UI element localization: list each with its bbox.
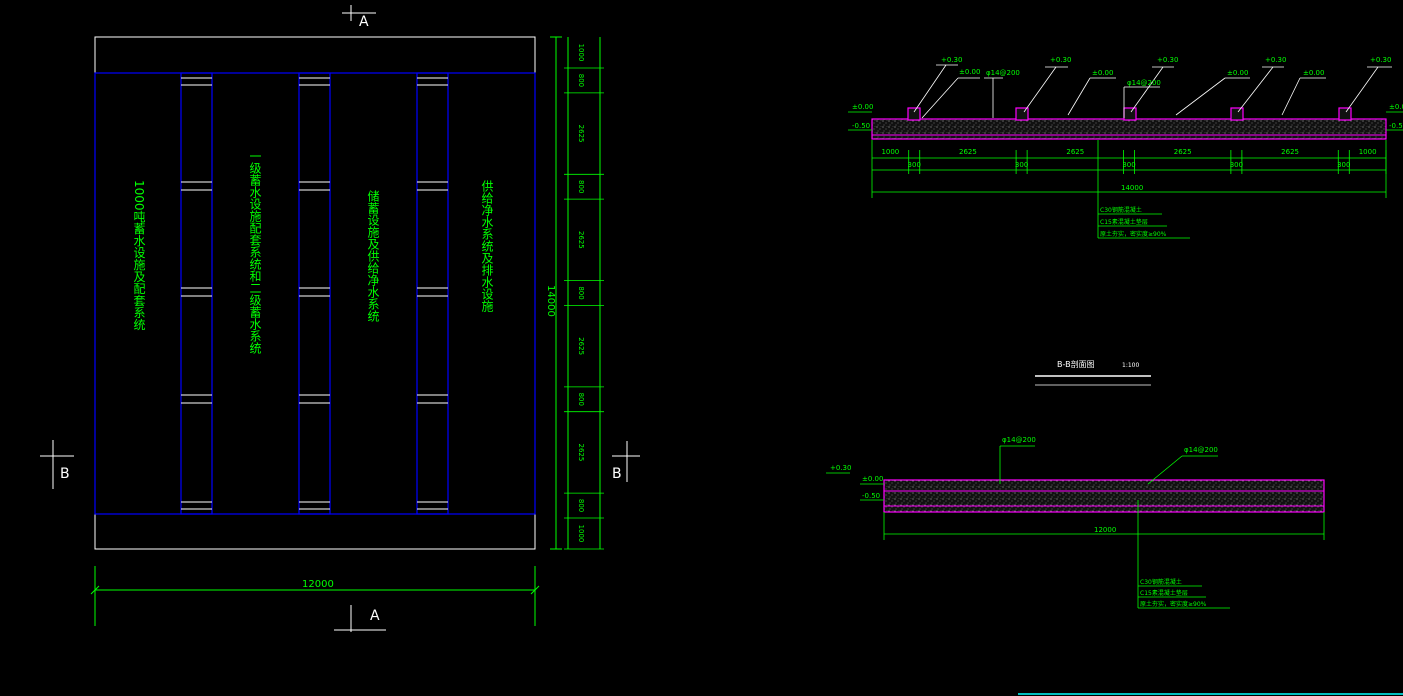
plan-width-value: 12000	[302, 579, 334, 590]
plan-vdim-label: 800	[577, 499, 585, 512]
plan-vdim-label: 2625	[577, 231, 585, 249]
bb-note-2: C15素混凝土垫层	[1140, 589, 1188, 597]
section-mark-b-right-label: B	[612, 466, 622, 482]
aa-dimension-lines	[871, 140, 1387, 238]
plan-height-dimension	[550, 36, 601, 550]
bb-rebar-1: φ14@200	[1002, 436, 1036, 444]
aa-note-1: C30钢筋混凝土	[1100, 206, 1142, 214]
bb-title: B-B剖面图	[1057, 359, 1095, 369]
aa-elev-bottom-left: -0.50	[852, 122, 870, 130]
plan-beam-1	[180, 72, 213, 515]
section-aa-leaders	[913, 64, 1392, 119]
bb-scale: 1:100	[1122, 362, 1139, 369]
section-bb-slab-fill	[884, 480, 1324, 512]
aa-elev-top-3: +0.30	[1157, 56, 1178, 64]
plan-vdim-label: 1000	[577, 44, 585, 62]
plan-vdim-label: 800	[577, 286, 585, 299]
aa-elev-bottom-right: -0.50	[1389, 122, 1403, 130]
section-mark-a-top: A	[342, 5, 376, 30]
bb-elev-top: +0.30	[830, 464, 851, 472]
plan-view: 1000吨蓄水设施及配套系统 一级蓄水设施配套系统和二级蓄水系统 储蓄设施及供给…	[40, 5, 640, 632]
aa-elev-ticks	[848, 111, 1403, 131]
aa-dim-label: 300	[1337, 161, 1350, 169]
plan-vertical-dimension-chain: 1000 800 2625 800 2625 800 2625 800 2625 800 1000	[564, 44, 604, 550]
plan-vdim-label: 800	[577, 180, 585, 193]
section-mark-a-bottom: A	[334, 605, 386, 632]
plan-width-dimension	[90, 566, 540, 626]
aa-elev-zero-3: ±0.00	[1227, 69, 1248, 77]
plan-beam-2	[298, 72, 331, 515]
aa-note-3: 原土夯实，密实度≥90%	[1100, 230, 1167, 238]
aa-notes-lines	[1098, 213, 1190, 239]
bb-total: 12000	[1094, 526, 1116, 534]
plan-vdim-label: 800	[577, 393, 585, 406]
aa-total: 14000	[1121, 184, 1143, 192]
section-mark-b-right: B	[612, 441, 640, 482]
aa-dim-label: 2625	[1066, 148, 1084, 156]
bb-note-3: 原土夯实，密实度≥90%	[1140, 600, 1207, 608]
bb-leaders	[826, 445, 1325, 609]
plan-outer-boundary	[94, 36, 536, 550]
section-mark-b-left-label: B	[60, 466, 70, 482]
plan-beam-3	[416, 72, 449, 515]
plan-vdim-label: 2625	[577, 125, 585, 143]
aa-elev-zero-left: ±0.00	[852, 103, 873, 111]
aa-elev-zero-right: ±0.00	[1389, 103, 1403, 111]
aa-elev-zero-1: ±0.00	[959, 68, 980, 76]
aa-elev-top-4: +0.30	[1265, 56, 1286, 64]
section-mark-a-top-label: A	[359, 14, 369, 30]
plan-vdim-label: 1000	[577, 525, 585, 543]
plan-tank-outline	[94, 72, 536, 515]
aa-elev-top-1: +0.30	[941, 56, 962, 64]
zone-label-2: 一级蓄水设施配套系统和二级蓄水系统	[248, 150, 262, 354]
aa-dim-label: 1000	[881, 148, 899, 156]
aa-note-2: C15素混凝土垫层	[1100, 218, 1148, 226]
zone-label-4: 供给净水系统及排水设施	[480, 180, 494, 312]
aa-elev-top-2: +0.30	[1050, 56, 1071, 64]
section-mark-a-bottom-label: A	[370, 608, 380, 624]
plan-vdim-label: 2625	[577, 337, 585, 355]
aa-rebar-1: φ14@200	[986, 69, 1020, 77]
plan-height-value: 14000	[545, 285, 556, 317]
plan-beam-crossbars	[181, 77, 448, 510]
aa-dim-label: 300	[1230, 161, 1243, 169]
aa-dim-label: 300	[1015, 161, 1028, 169]
aa-elev-zero-2: ±0.00	[1092, 69, 1113, 77]
plan-vdim-label: 2625	[577, 444, 585, 462]
plan-vdim-label: 800	[577, 74, 585, 87]
aa-dim-label: 2625	[959, 148, 977, 156]
bb-note-1: C30钢筋混凝土	[1140, 578, 1182, 586]
section-bb: φ14@200 φ14@200 +0.30 ±0.00 -0.50 12000 …	[826, 436, 1325, 609]
aa-dim-label: 1000	[1359, 148, 1377, 156]
section-mark-b-left: B	[40, 440, 74, 489]
aa-dim-label: 300	[908, 161, 921, 169]
zone-label-1: 1000吨蓄水设施及配套系统	[132, 180, 146, 331]
aa-dim-label: 300	[1122, 161, 1135, 169]
aa-rebar-2: φ14@200	[1127, 79, 1161, 87]
aa-elev-top-5: +0.30	[1370, 56, 1391, 64]
aa-dimension-chain: 1000 300 2625 300 2625 300 2625 300 2625 300 1000	[881, 148, 1387, 174]
bb-rebar-2: φ14@200	[1184, 446, 1218, 454]
bb-elev-bottom: -0.50	[862, 492, 880, 500]
zone-label-3: 储蓄设施及供给净水系统	[366, 189, 380, 322]
aa-dim-label: 2625	[1281, 148, 1299, 156]
aa-elev-zero-4: ±0.00	[1303, 69, 1324, 77]
plan-beams	[180, 72, 449, 515]
section-bb-title-block: B-B剖面图 1:100	[1035, 359, 1151, 386]
bb-elev-zero: ±0.00	[862, 475, 883, 483]
section-aa-stubs	[907, 107, 1352, 121]
section-aa-slab-fill	[872, 119, 1386, 139]
aa-dim-label: 2625	[1174, 148, 1192, 156]
section-aa: +0.30 ±0.00 +0.30 ±0.00 +0.30 ±0.00 +0.3…	[848, 56, 1403, 239]
